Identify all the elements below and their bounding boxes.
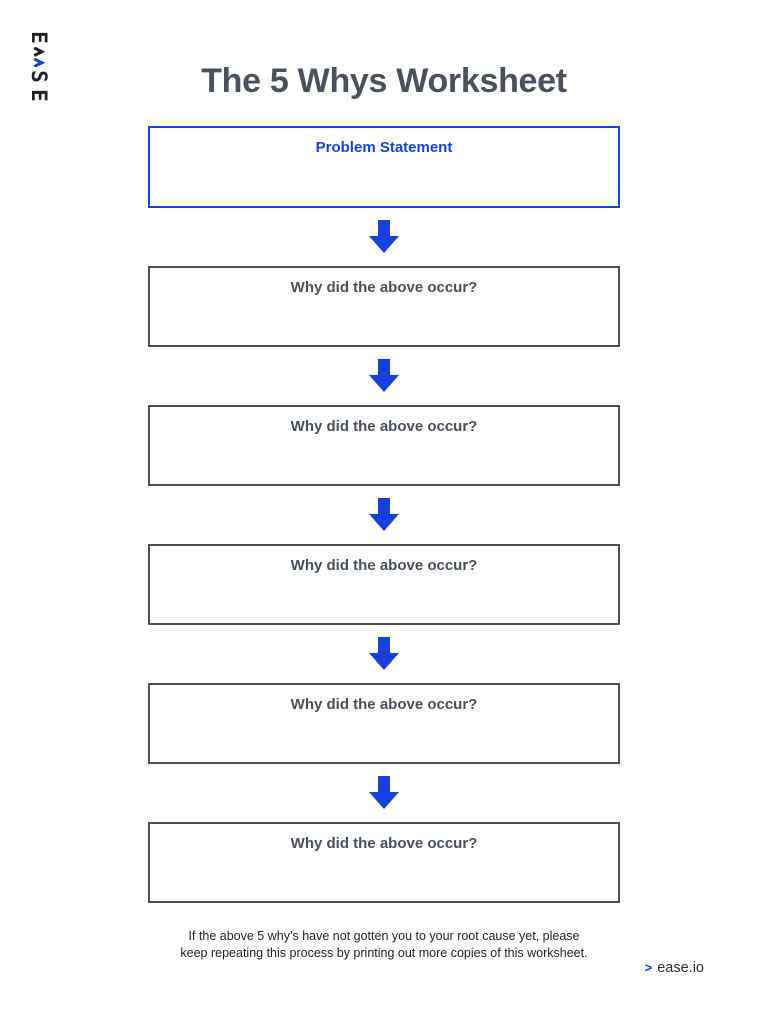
logo-letter-e1-glyph: E xyxy=(26,31,51,44)
footer-note: If the above 5 why’s have not gotten you… xyxy=(0,928,768,962)
chevron-right-icon xyxy=(33,47,45,57)
ease-io-link[interactable]: > ease.io xyxy=(645,958,704,978)
why-box-4-label: Why did the above occur? xyxy=(290,696,478,713)
why-box-3-label: Why did the above occur? xyxy=(290,557,478,574)
why-box-1: Why did the above occur? xyxy=(148,266,620,347)
why-box-2-label: Why did the above occur? xyxy=(290,418,478,435)
problem-statement-label: Problem Statement xyxy=(315,139,453,156)
connector-3 xyxy=(148,486,620,544)
down-arrow-icon xyxy=(369,220,399,253)
footer-note-line-1: If the above 5 why’s have not gotten you… xyxy=(188,929,580,943)
five-whys-flow: Problem Statement Why did the above occu… xyxy=(148,126,620,903)
ease-logo: E S E xyxy=(26,28,51,105)
connector-2 xyxy=(148,347,620,405)
chevron-right-accent-icon xyxy=(33,57,45,67)
down-arrow-icon xyxy=(369,776,399,809)
logo-letter-e1: E xyxy=(26,28,51,47)
why-box-2: Why did the above occur? xyxy=(148,405,620,486)
connector-1 xyxy=(148,208,620,266)
page-title: The 5 Whys Worksheet xyxy=(201,62,567,100)
why-box-5-label: Why did the above occur? xyxy=(290,835,478,852)
down-arrow-icon xyxy=(369,637,399,670)
footer-note-line-2: keep repeating this process by printing … xyxy=(180,946,588,960)
problem-statement-box: Problem Statement xyxy=(148,126,620,208)
brand-label: ease.io xyxy=(657,960,704,976)
why-box-1-label: Why did the above occur? xyxy=(290,279,478,296)
connector-5 xyxy=(148,764,620,822)
why-box-4: Why did the above occur? xyxy=(148,683,620,764)
why-box-5: Why did the above occur? xyxy=(148,822,620,903)
brand-chevron-icon: > xyxy=(644,960,653,975)
down-arrow-icon xyxy=(369,359,399,392)
connector-4 xyxy=(148,625,620,683)
logo-letter-a xyxy=(27,47,49,67)
why-box-3: Why did the above occur? xyxy=(148,544,620,625)
down-arrow-icon xyxy=(369,498,399,531)
